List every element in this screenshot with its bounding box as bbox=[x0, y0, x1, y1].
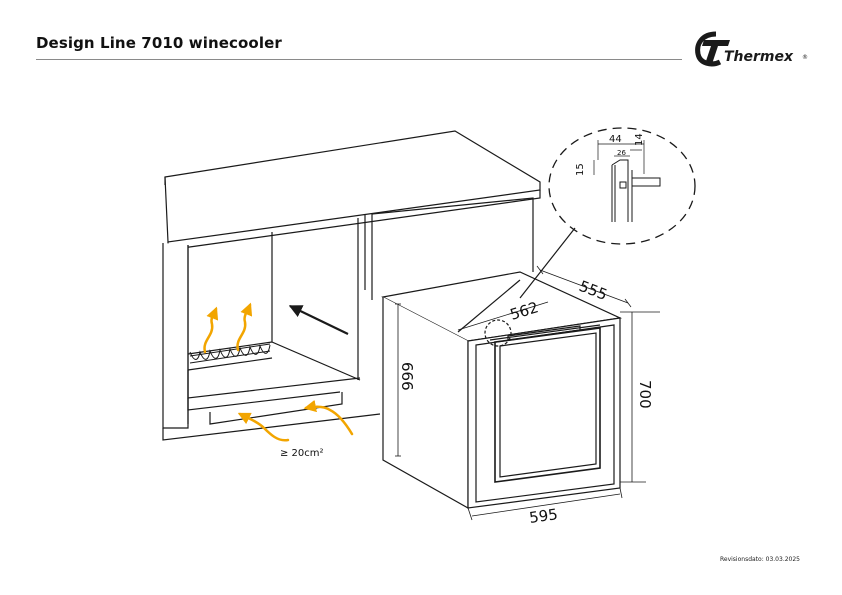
header-divider bbox=[36, 59, 682, 60]
thermex-logo: Thermex ® bbox=[695, 31, 808, 67]
insertion-arrow bbox=[288, 305, 349, 335]
ventilation-grille bbox=[189, 343, 271, 364]
cabinet bbox=[162, 130, 541, 441]
detail-dim-15: 15 bbox=[575, 163, 586, 176]
detail-dim-26: 26 bbox=[617, 149, 626, 157]
dim-595: 595 bbox=[528, 505, 559, 527]
page-title: Design Line 7010 winecooler bbox=[36, 34, 282, 52]
revision-date: Revisionsdato: 03.03.2025 bbox=[720, 556, 800, 563]
ventilation-label: ≥ 20cm² bbox=[280, 448, 324, 459]
dim-666: 666 bbox=[398, 362, 416, 391]
brand-name: Thermex bbox=[724, 49, 794, 65]
airflow-arrows bbox=[203, 302, 354, 442]
detail-dim-44: 44 bbox=[609, 134, 622, 145]
detail-view bbox=[548, 127, 696, 245]
winecooler-appliance bbox=[381, 227, 623, 510]
detail-callout-circle bbox=[484, 319, 512, 347]
detail-dim-14: 14 bbox=[634, 133, 645, 146]
registered-mark: ® bbox=[802, 54, 808, 61]
dim-700: 700 bbox=[636, 380, 654, 409]
dimension-lines bbox=[395, 265, 660, 521]
